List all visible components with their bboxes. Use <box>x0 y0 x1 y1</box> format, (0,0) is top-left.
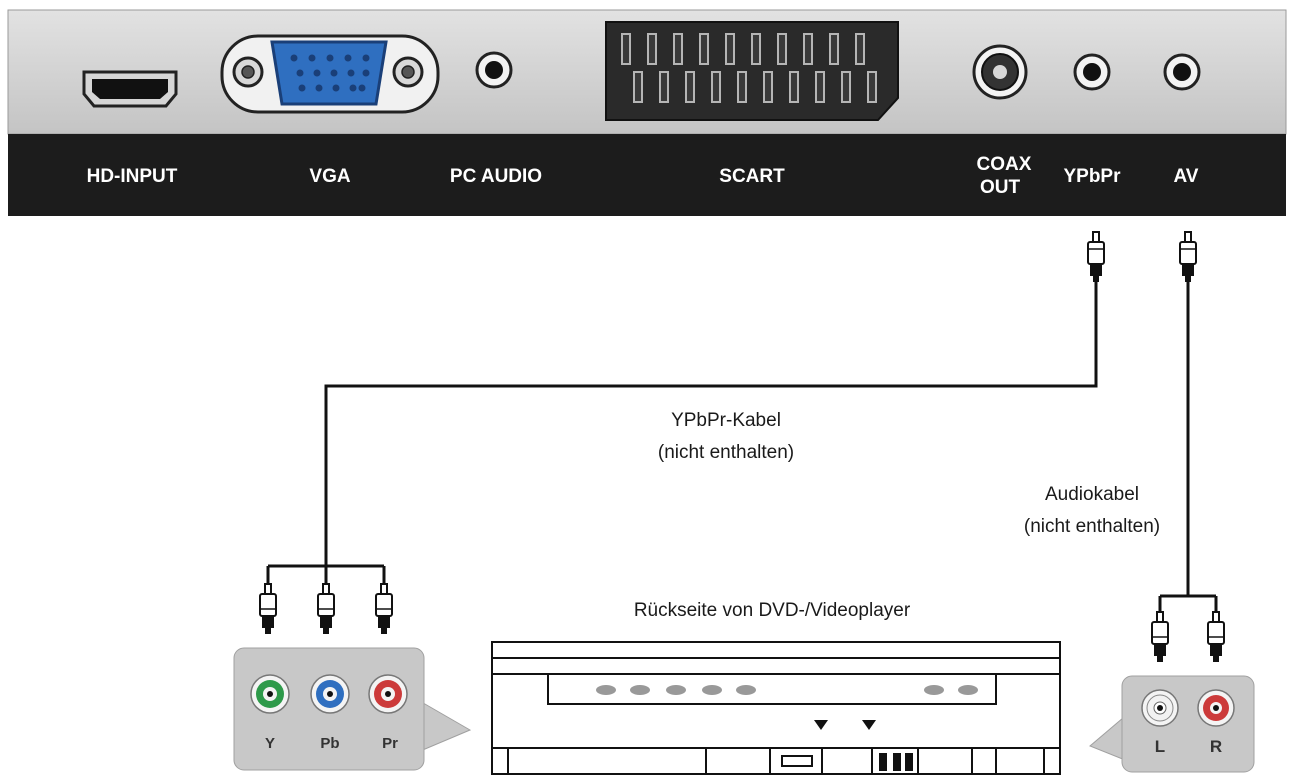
scart-pin <box>829 33 839 65</box>
scart-pin <box>751 33 761 65</box>
scart-pin <box>673 33 683 65</box>
scart-pin <box>803 33 813 65</box>
jack-label-r: R <box>1210 737 1222 756</box>
tv-back-panel: HD-INPUT VGA PC AUDIO SCART COAX OUT YPb… <box>7 9 1287 216</box>
front-buttons <box>596 685 978 695</box>
audio-plug-top <box>1179 231 1197 283</box>
jack-audio-l[interactable] <box>1141 689 1179 727</box>
triangle-markers <box>814 720 876 730</box>
ypbpr-cable-caption-1: YPbPr-Kabel <box>671 410 781 431</box>
pc-audio-jack[interactable] <box>475 51 513 89</box>
jack-label-pb: Pb <box>320 735 339 752</box>
jack-pr[interactable] <box>368 674 408 714</box>
scart-pin <box>841 71 851 103</box>
ypbpr-plug-top <box>1087 231 1105 283</box>
plug-audio-l <box>1151 611 1169 663</box>
scart-pin <box>685 71 695 103</box>
scart-pin <box>855 33 865 65</box>
scart-pin <box>633 71 643 103</box>
plug-pb <box>317 583 335 635</box>
scart-pin <box>711 71 721 103</box>
scart-pin <box>621 33 631 65</box>
ypbpr-cable-caption-2: (nicht enthalten) <box>658 442 794 463</box>
scart-pin <box>699 33 709 65</box>
scart-pin <box>659 71 669 103</box>
jack-y[interactable] <box>250 674 290 714</box>
plug-audio-r <box>1207 611 1225 663</box>
label-ypbpr: YPbPr <box>1063 166 1121 187</box>
ypbpr-cable <box>259 231 1105 635</box>
label-av: AV <box>1174 166 1199 187</box>
scart-pin <box>725 33 735 65</box>
label-scart: SCART <box>719 166 785 187</box>
scart-pin <box>815 71 825 103</box>
audio-jack-box: L R <box>1089 675 1255 773</box>
label-hd-input: HD-INPUT <box>87 166 178 187</box>
ypbpr-jack[interactable] <box>1073 53 1111 91</box>
scart-pin <box>789 71 799 103</box>
jack-label-y: Y <box>265 735 275 752</box>
plug-y <box>259 583 277 635</box>
jack-label-l: L <box>1155 737 1165 756</box>
label-coax-line2: OUT <box>980 177 1021 198</box>
jack-label-pr: Pr <box>382 735 398 752</box>
audio-cable-caption-1: Audiokabel <box>1045 484 1139 505</box>
audio-cable-caption-2: (nicht enthalten) <box>1024 516 1160 537</box>
scart-pin <box>763 71 773 103</box>
av-jack[interactable] <box>1163 53 1201 91</box>
scart-port[interactable] <box>605 21 899 121</box>
jack-audio-r[interactable] <box>1197 689 1235 727</box>
hdmi-port[interactable] <box>82 70 178 108</box>
scart-pin <box>737 71 747 103</box>
label-vga: VGA <box>309 166 350 187</box>
vga-port[interactable] <box>220 34 440 114</box>
scart-pin <box>867 71 877 103</box>
component-jack-box: Y Pb Pr <box>233 647 472 771</box>
plug-pr <box>375 583 393 635</box>
scart-pin <box>777 33 787 65</box>
dvd-back-caption: Rückseite von DVD-/Videoplayer <box>634 600 911 621</box>
label-strip <box>8 134 1286 216</box>
jack-pb[interactable] <box>310 674 350 714</box>
audio-cable <box>1151 231 1225 663</box>
coax-out-jack[interactable] <box>972 44 1028 100</box>
label-coax-line1: COAX <box>977 154 1032 175</box>
label-pc-audio: PC AUDIO <box>450 166 542 187</box>
scart-pin <box>647 33 657 65</box>
dvd-player <box>491 641 1061 775</box>
